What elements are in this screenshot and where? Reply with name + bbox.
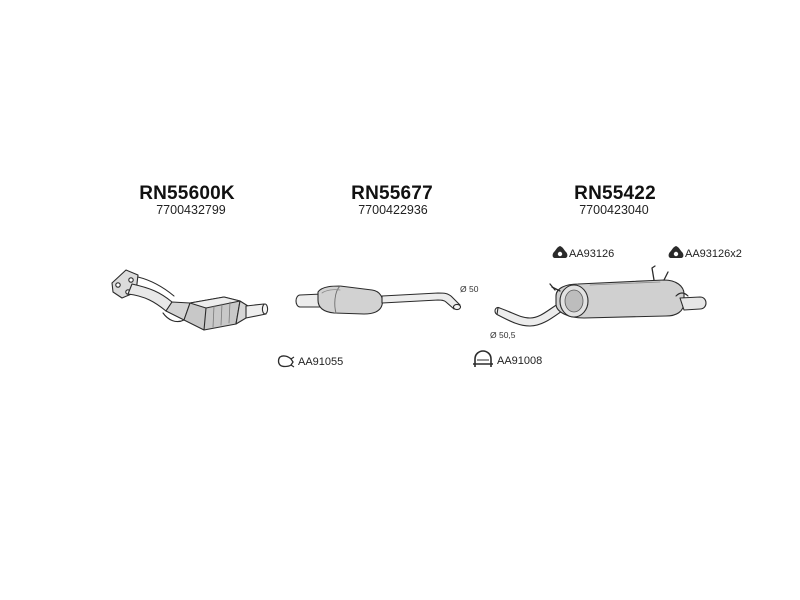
accessory-label-clamp-mid: AA91008	[497, 355, 543, 367]
diameter-label-mid-pipe: Ø 50	[460, 284, 479, 294]
rear-silencer-drawing	[494, 265, 707, 327]
oem-number-middle-silencer: 7700422936	[358, 203, 428, 217]
clamp-icon	[277, 355, 295, 368]
part-code-middle-silencer: RN55677	[351, 183, 433, 204]
u-clamp-icon	[473, 350, 493, 367]
accessory-quantity-hanger-2: x2	[730, 248, 742, 260]
middle-silencer-drawing	[295, 285, 462, 315]
rubber-hanger-icon	[552, 246, 568, 258]
part-code-rear-silencer: RN55422	[574, 183, 656, 204]
accessory-label-hanger-1: AA93126	[569, 248, 615, 260]
rubber-hanger-icon	[668, 246, 684, 258]
catalyst-drawing	[111, 269, 269, 331]
diameter-label-rear-pipe: Ø 50,5	[490, 330, 516, 340]
oem-number-catalyst: 7700432799	[156, 203, 226, 217]
accessory-label-hanger-2: AA93126x2	[685, 248, 742, 260]
accessory-label-clamp-front: AA91055	[298, 356, 344, 368]
oem-number-rear-silencer: 7700423040	[579, 203, 649, 217]
accessory-code-hanger-2: AA93126	[685, 248, 731, 260]
part-code-catalyst: RN55600K	[139, 183, 235, 204]
